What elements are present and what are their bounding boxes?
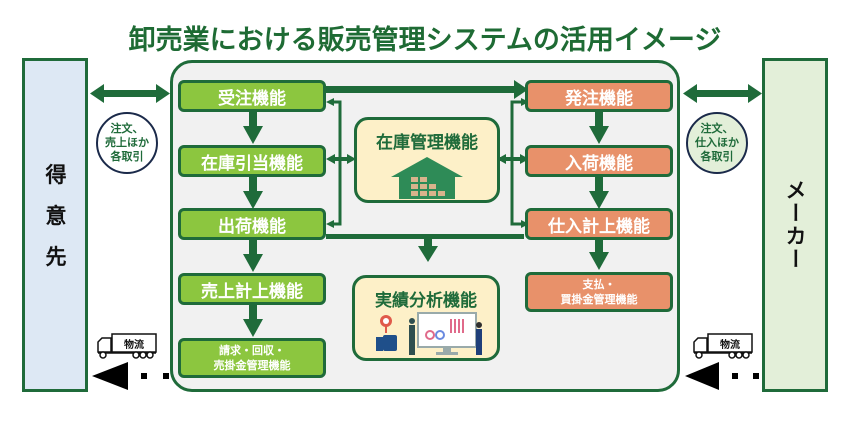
logistics-truck-right: 物流 [692, 332, 754, 360]
badge-line: 売上ほか [105, 136, 149, 149]
analytics-illustration [376, 312, 482, 355]
inventory-right-bracket [510, 100, 523, 226]
manufacturer-exchange-arrow [683, 84, 762, 103]
payment-payables-function: 支払・ 買掛金管理機能 [525, 272, 673, 312]
performance-analysis-function: 実績分析機能 [352, 275, 500, 361]
order-to-purchase-arrow [326, 80, 528, 99]
badge-line: 各取引 [700, 150, 734, 163]
inventory-allocation-function: 在庫引当機能 [178, 145, 326, 177]
sales-flow-arrows [243, 112, 263, 337]
logistics-arrow-right [685, 362, 759, 390]
billing-receivables-function: 請求・回収・ 売掛金管理機能 [178, 338, 326, 378]
badge-line: 注文、 [700, 122, 734, 135]
customer-label: 得意先 [43, 163, 67, 287]
purchase-flow-arrows [589, 112, 609, 270]
inventory-management-function: 在庫管理機能 [354, 117, 500, 203]
receiving-function: 入荷機能 [525, 145, 673, 177]
badge-line: 各取引 [110, 150, 144, 163]
badge-line: 仕入ほか [695, 136, 739, 149]
purchase-recording-function: 仕入計上機能 [525, 208, 673, 240]
badge-line: 注文、 [110, 122, 144, 135]
customer-transactions-badge: 注文、 売上ほか 各取引 [96, 112, 158, 174]
diagram-title: 卸売業における販売管理システムの活用イメージ [128, 25, 722, 56]
shipping-to-analysis-line [326, 234, 524, 262]
order-receiving-function: 受注機能 [178, 80, 326, 112]
box-line: 売掛金管理機能 [213, 359, 291, 372]
truck-icon [97, 333, 157, 359]
box-line: 支払・ [582, 278, 616, 291]
truck-icon [693, 333, 753, 359]
inventory-left-bracket [333, 100, 342, 226]
customer-exchange-arrow [90, 84, 170, 103]
manufacturer-panel: メーカー [762, 58, 828, 392]
customer-panel: 得意先 [22, 58, 88, 392]
manufacturer-transactions-badge: 注文、 仕入ほか 各取引 [686, 112, 748, 174]
logistics-arrow-left [92, 362, 169, 390]
shipping-function: 出荷機能 [178, 208, 326, 240]
inventory-management-label: 在庫管理機能 [376, 133, 478, 153]
box-line: 買掛金管理機能 [560, 293, 638, 306]
logistics-truck-left: 物流 [96, 332, 158, 360]
warehouse-icon [391, 157, 463, 199]
box-line: 請求・回収・ [219, 344, 285, 357]
sales-recording-function: 売上計上機能 [178, 273, 326, 305]
logistics-label: 物流 [124, 340, 144, 351]
logistics-label: 物流 [720, 340, 740, 351]
manufacturer-label: メーカー [783, 179, 807, 271]
purchase-order-function: 発注機能 [525, 80, 673, 112]
performance-analysis-label: 実績分析機能 [375, 291, 477, 311]
